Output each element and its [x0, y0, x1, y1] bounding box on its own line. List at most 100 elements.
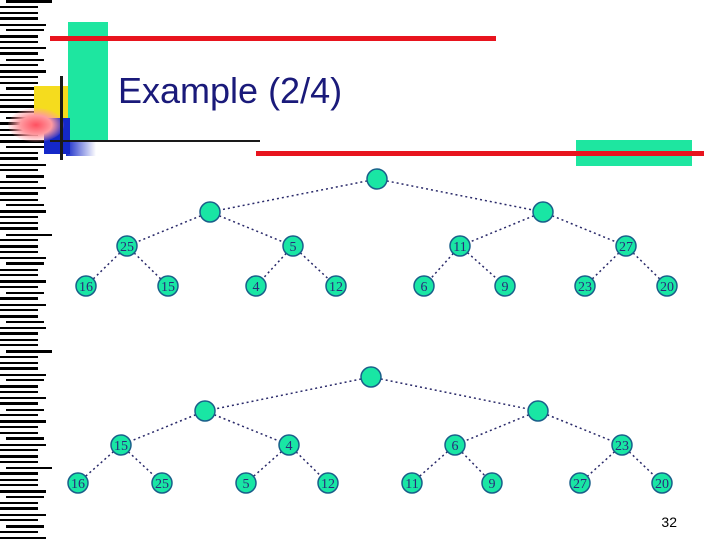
tree-2-level1-node-1 — [527, 400, 549, 422]
tree-2-edge-l2-5 — [454, 444, 493, 484]
tree-1-leaf-node-5: 9 — [494, 275, 516, 297]
tree-2-level2-node-2-circle — [444, 434, 466, 456]
tree-2-leaf-node-2: 5 — [235, 472, 257, 494]
tree-2-level2-node-3-circle — [611, 434, 633, 456]
tree-1-leaf-node-2-circle — [245, 275, 267, 297]
tree-1-edge-l1-2 — [459, 211, 544, 247]
tree-2-level2-node-0: 15 — [110, 434, 132, 456]
tree-1-leaf-node-0: 16 — [75, 275, 97, 297]
tree-1-leaf-node-4-circle — [413, 275, 435, 297]
tree-2-leaf-node-5-label: 9 — [489, 477, 496, 492]
tree-2-leaf-node-4-label: 11 — [405, 477, 418, 492]
tree-1-leaf-node-0-label: 16 — [79, 280, 93, 295]
tree-2-edge-l1-3 — [537, 410, 623, 446]
tree-1-edge-l2-4 — [423, 245, 461, 287]
tree-1-edge-l1-1 — [209, 211, 294, 247]
tree-2-level2-node-3-label: 23 — [615, 439, 629, 454]
tree-1-leaf-node-2: 4 — [245, 275, 267, 297]
tree-2-level2-node-0-circle — [110, 434, 132, 456]
tree-1-leaf-node-5-circle — [494, 275, 516, 297]
tree-1-level1-node-0 — [199, 201, 221, 223]
red-rule-top — [50, 36, 496, 41]
tree-2-level2-node-2: 6 — [444, 434, 466, 456]
tree-2-leaf-node-1-circle — [151, 472, 173, 494]
tree-1-leaf-node-0-circle — [75, 275, 97, 297]
tree-2-edge-root-1 — [370, 376, 539, 412]
tree-2-leaf-node-0-circle — [67, 472, 89, 494]
tree-2-leaf-node-7-circle — [651, 472, 673, 494]
tree-2-leaf-node-0-label: 16 — [71, 477, 85, 492]
tree-2-root-node — [360, 366, 382, 388]
tree-2-level2-node-0-label: 15 — [114, 439, 128, 454]
tree-2-leaf-node-6: 27 — [569, 472, 591, 494]
tree-1-level1-node-0-circle — [199, 201, 221, 223]
tree-2-level2-node-1: 4 — [278, 434, 300, 456]
tree-1-level2-node-0-label: 25 — [120, 240, 134, 255]
tree-1-leaf-node-7: 20 — [656, 275, 678, 297]
tree-2-leaf-node-3: 12 — [317, 472, 339, 494]
tree-2-level2-node-3: 23 — [611, 434, 633, 456]
tree-1-level1-node-1-circle — [532, 201, 554, 223]
tree-2-leaf-node-7-label: 20 — [655, 477, 669, 492]
tree-1-level2-node-3: 27 — [615, 235, 637, 257]
tree-1-edge-root-1 — [376, 178, 544, 213]
slide-title: Example (2/4) — [118, 70, 343, 111]
tree-2-edge-l1-2 — [454, 410, 539, 446]
tree-1-leaf-node-4: 6 — [413, 275, 435, 297]
horizontal-rule — [50, 140, 260, 142]
tree-2-level2-node-1-circle — [278, 434, 300, 456]
tree-1-leaf-node-7-label: 20 — [660, 280, 674, 295]
barcode-decoration — [0, 0, 52, 539]
tree-2-leaf-node-1: 25 — [151, 472, 173, 494]
tree-2-edge-l1-1 — [204, 410, 290, 446]
tree-1-leaf-node-6: 23 — [574, 275, 596, 297]
tree-2-leaf-node-0: 16 — [67, 472, 89, 494]
red-glow — [8, 108, 64, 142]
tree-2-level1-node-0-circle — [194, 400, 216, 422]
tree-2-leaf-node-6-label: 27 — [573, 477, 587, 492]
tree-1-leaf-node-1: 15 — [157, 275, 179, 297]
tree-1-level2-node-0-circle — [116, 235, 138, 257]
tree-2-leaf-node-2-label: 5 — [243, 477, 250, 492]
tree-2-root-node-circle — [360, 366, 382, 388]
tree-2-edge-root-0 — [204, 376, 372, 412]
tree-1-edge-root-0 — [209, 178, 378, 213]
tree-1-leaf-node-3-label: 12 — [329, 280, 343, 295]
tree-1-level2-node-1-circle — [282, 235, 304, 257]
vertical-rule — [60, 76, 63, 160]
tree-1-leaf-node-5-label: 9 — [502, 280, 509, 295]
tree-1-level2-node-1: 5 — [282, 235, 304, 257]
tree-2-leaf-node-2-circle — [235, 472, 257, 494]
tree-1-level1-node-1 — [532, 201, 554, 223]
red-rule-bottom — [256, 151, 704, 156]
tree-1-level2-node-2-label: 11 — [453, 240, 466, 255]
tree-1-leaf-node-7-circle — [656, 275, 678, 297]
tree-2-leaf-node-5-circle — [481, 472, 503, 494]
teal-block — [68, 22, 108, 140]
tree-2-edge-l1-0 — [120, 410, 206, 446]
tree-1-leaf-node-6-label: 23 — [578, 280, 592, 295]
tree-2-leaf-node-4: 11 — [401, 472, 423, 494]
tree-2-leaf-node-3-label: 12 — [321, 477, 335, 492]
tree-1-level2-node-3-circle — [615, 235, 637, 257]
tree-2-level1-node-0 — [194, 400, 216, 422]
tree-2-leaf-node-7: 20 — [651, 472, 673, 494]
tree-2-leaf-node-4-circle — [401, 472, 423, 494]
tree-1-leaf-node-1-circle — [157, 275, 179, 297]
blue-fade — [66, 142, 96, 156]
tree-1-level2-node-2-circle — [449, 235, 471, 257]
tree-2-level1-node-1-circle — [527, 400, 549, 422]
tree-1-leaf-node-6-circle — [574, 275, 596, 297]
tree-2-level2-node-1-label: 4 — [286, 439, 293, 454]
tree-1-leaf-node-2-label: 4 — [253, 280, 260, 295]
tree-1-level2-node-3-label: 27 — [619, 240, 633, 255]
tree-2-leaf-node-1-label: 25 — [155, 477, 169, 492]
tree-2-leaf-node-5: 9 — [481, 472, 503, 494]
tree-2-leaf-node-6-circle — [569, 472, 591, 494]
tree-1-edge-l1-0 — [126, 211, 211, 247]
tree-2-leaf-node-3-circle — [317, 472, 339, 494]
tree-2-level2-node-2-label: 6 — [452, 439, 459, 454]
tree-1-leaf-node-3-circle — [325, 275, 347, 297]
page-number: 32 — [661, 514, 677, 530]
tree-1-level2-node-0: 25 — [116, 235, 138, 257]
